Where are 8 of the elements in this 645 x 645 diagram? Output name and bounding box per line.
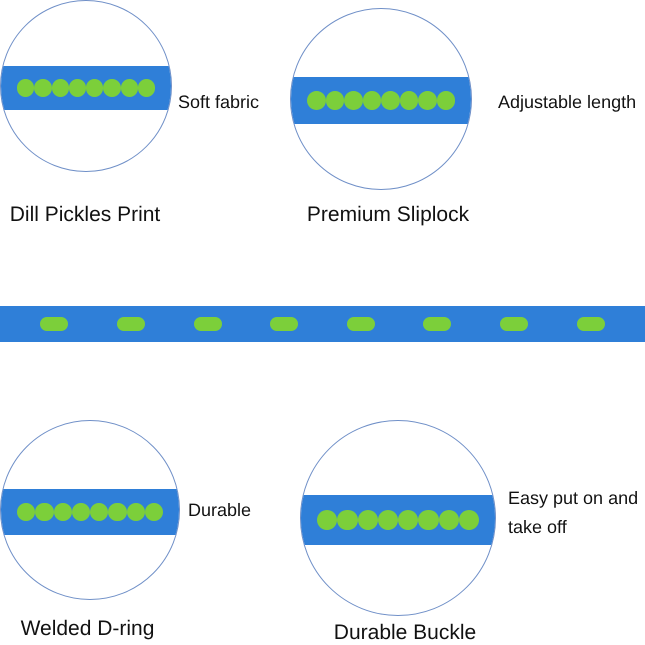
feature-label: Durable <box>188 499 252 522</box>
photo-caption: Dill Pickles Print <box>8 202 162 228</box>
feature-label: Adjustable length <box>498 91 638 114</box>
feature-label: Soft fabric <box>178 91 260 114</box>
photo-caption: Premium Sliplock <box>306 202 470 228</box>
feature-label: Easy put on and take off <box>508 487 640 539</box>
photo-caption: Welded D-ring <box>20 616 156 642</box>
photo-caption: Durable Buckle <box>332 620 478 645</box>
